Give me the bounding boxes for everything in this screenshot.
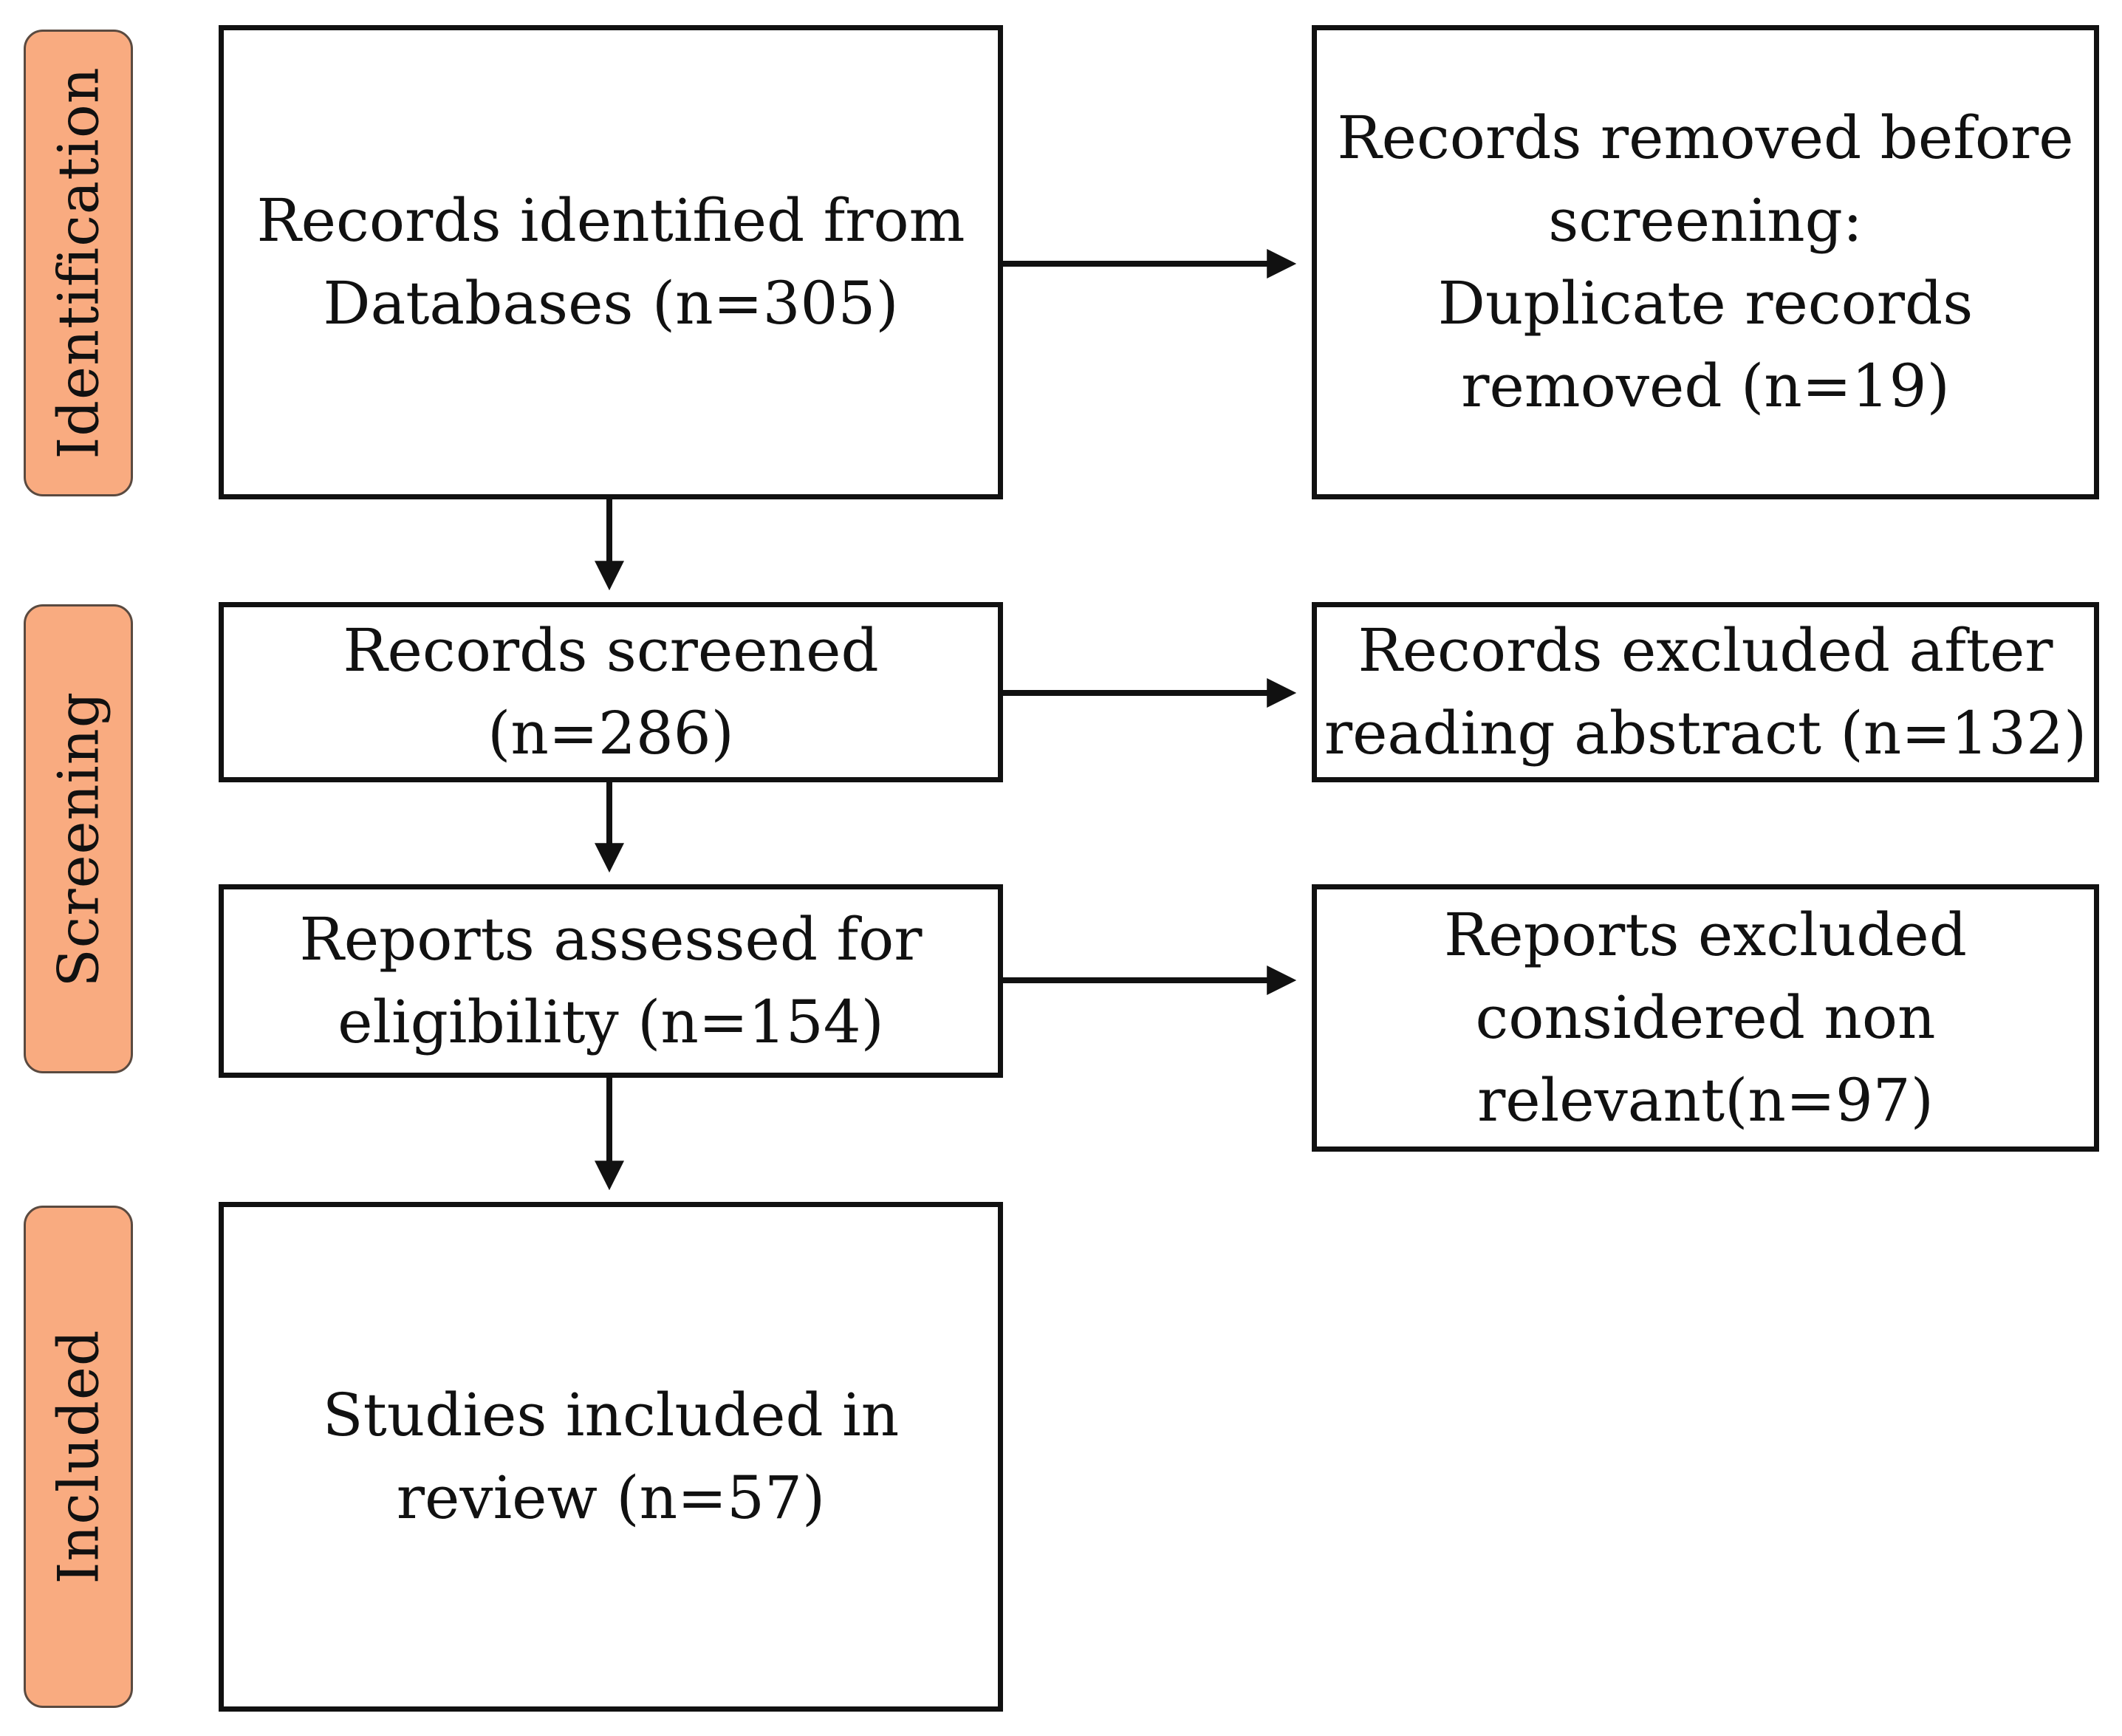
records-excluded-abstract-box: Records excluded after reading abstract …: [1312, 602, 2099, 782]
records-removed-line: removed (n=19): [1461, 352, 1950, 420]
phase-included: Included: [24, 1206, 133, 1708]
records-removed-line: Duplicate records: [1437, 269, 1974, 338]
records-removed-line: Records removed before: [1337, 103, 2074, 172]
records-identified-line: Databases (n=305): [323, 269, 899, 338]
records-removed-box: Records removed before screening: Duplic…: [1312, 25, 2099, 499]
records-identified-box: Records identified from Databases (n=305…: [219, 25, 1003, 499]
reports-excluded-line: Reports excluded: [1444, 901, 1967, 969]
records-screened-box: Records screened (n=286): [219, 602, 1003, 782]
records-removed-line: screening:: [1548, 186, 1863, 255]
studies-included-line: review (n=57): [396, 1463, 826, 1532]
records-screened-line: Records screened: [343, 616, 879, 685]
studies-included-line: Studies included in: [322, 1381, 900, 1449]
records-identified-line: Records identified from: [256, 186, 965, 255]
reports-assessed-line: Reports assessed for: [299, 905, 923, 974]
phase-screening: Screening: [24, 604, 133, 1073]
reports-excluded-line: considered non: [1475, 983, 1936, 1052]
reports-assessed-line: eligibility (n=154): [338, 988, 884, 1056]
reports-assessed-box: Reports assessed for eligibility (n=154): [219, 884, 1003, 1078]
reports-excluded-box: Reports excluded considered non relevant…: [1312, 884, 2099, 1152]
records-excluded-abstract-line: reading abstract (n=132): [1324, 699, 2087, 768]
records-excluded-abstract-line: Records excluded after: [1358, 616, 2053, 685]
reports-excluded-line: relevant(n=97): [1477, 1066, 1934, 1135]
studies-included-box: Studies included in review (n=57): [219, 1202, 1003, 1712]
records-screened-line: (n=286): [487, 699, 734, 768]
phase-identification: Identification: [24, 30, 133, 496]
